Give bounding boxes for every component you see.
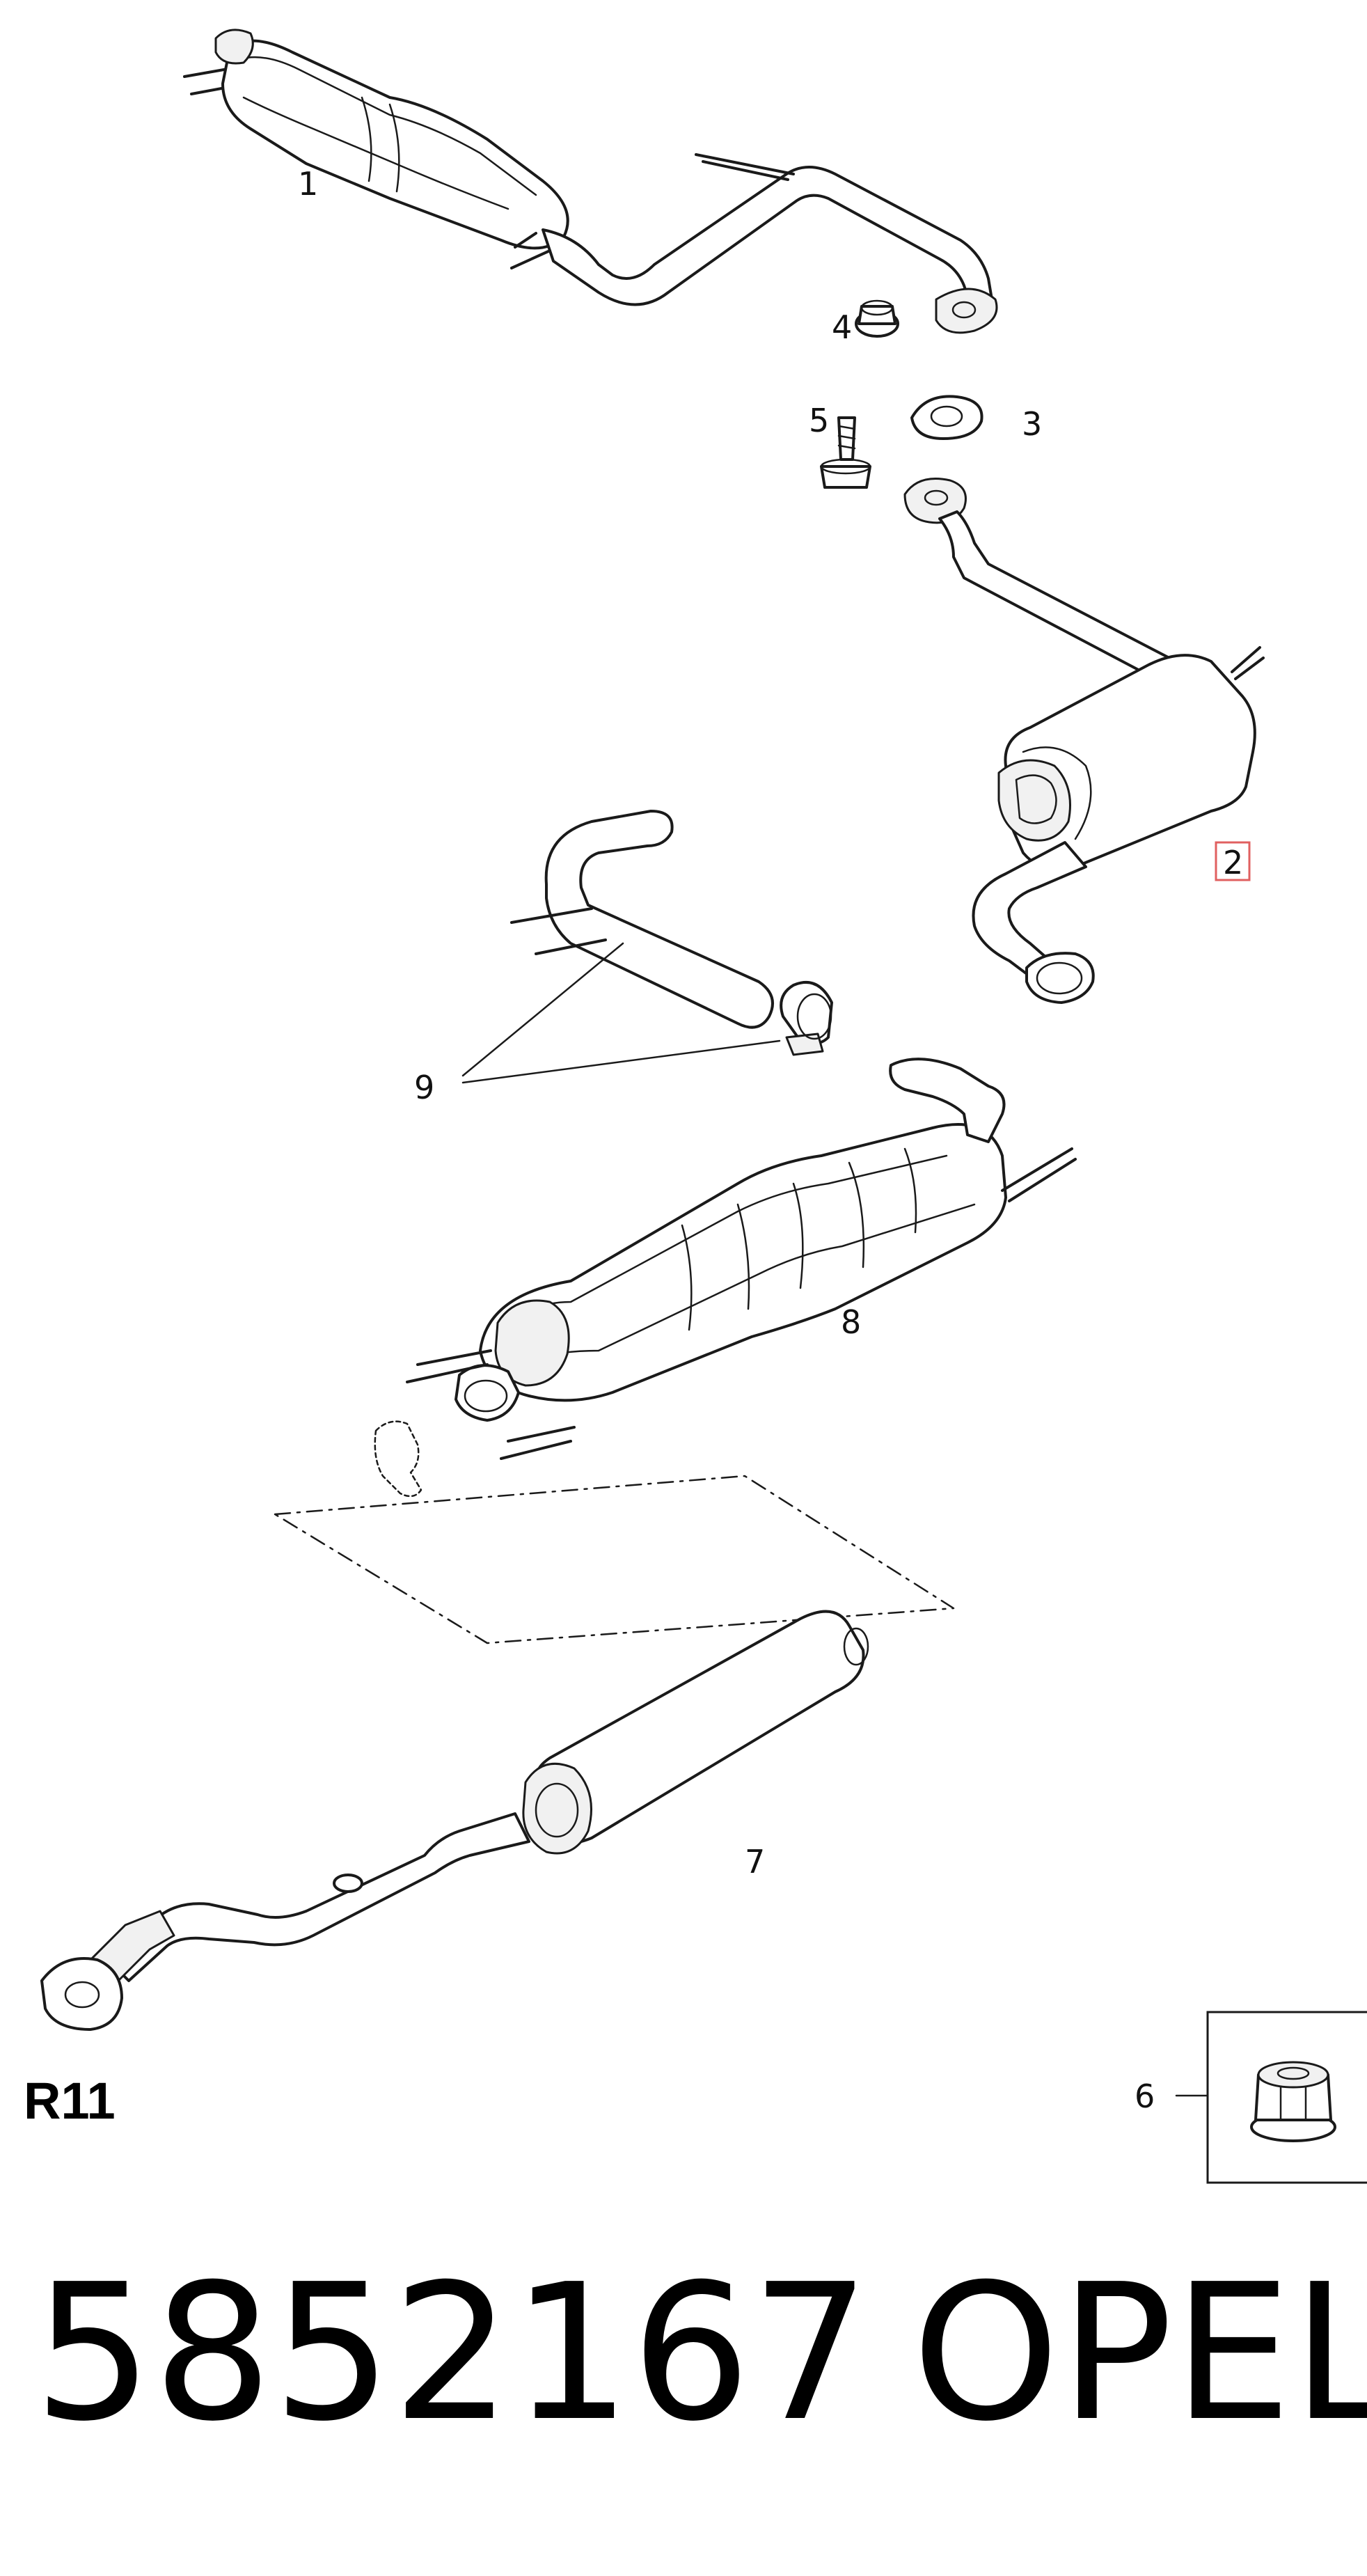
callout-1: 1 [298,165,318,203]
callout-3: 3 [1022,405,1042,443]
brand-name: OPEL [912,2243,1367,2463]
callout-5: 5 [809,402,829,439]
part-3-gasket[interactable] [910,395,983,440]
callout-9: 9 [414,1069,434,1106]
part-9-pipe-and-clamp[interactable] [461,810,833,1084]
callout-8: 8 [841,1303,861,1341]
callout-2-highlight-box [1215,841,1251,881]
part-7-front-pipe[interactable] [40,1610,869,2031]
part-4-nut[interactable] [855,299,899,338]
callout-6: 6 [1135,2078,1155,2115]
callout-2: 2 [1223,844,1243,881]
assembly-dashed-outline [274,1475,955,1644]
part-5-bolt[interactable] [820,416,871,489]
part-1-front-silencer[interactable] [183,29,998,334]
part-2-rear-silencer[interactable] [903,478,1265,1004]
diagram-code: R11 [24,2072,116,2130]
callout-4: 4 [832,308,852,346]
part-8-center-silencer[interactable] [374,1058,1077,1498]
part-6-flange-nut[interactable] [1175,2011,1367,2184]
callout-7: 7 [745,1843,765,1880]
part-number: 5852167 [33,2243,871,2463]
